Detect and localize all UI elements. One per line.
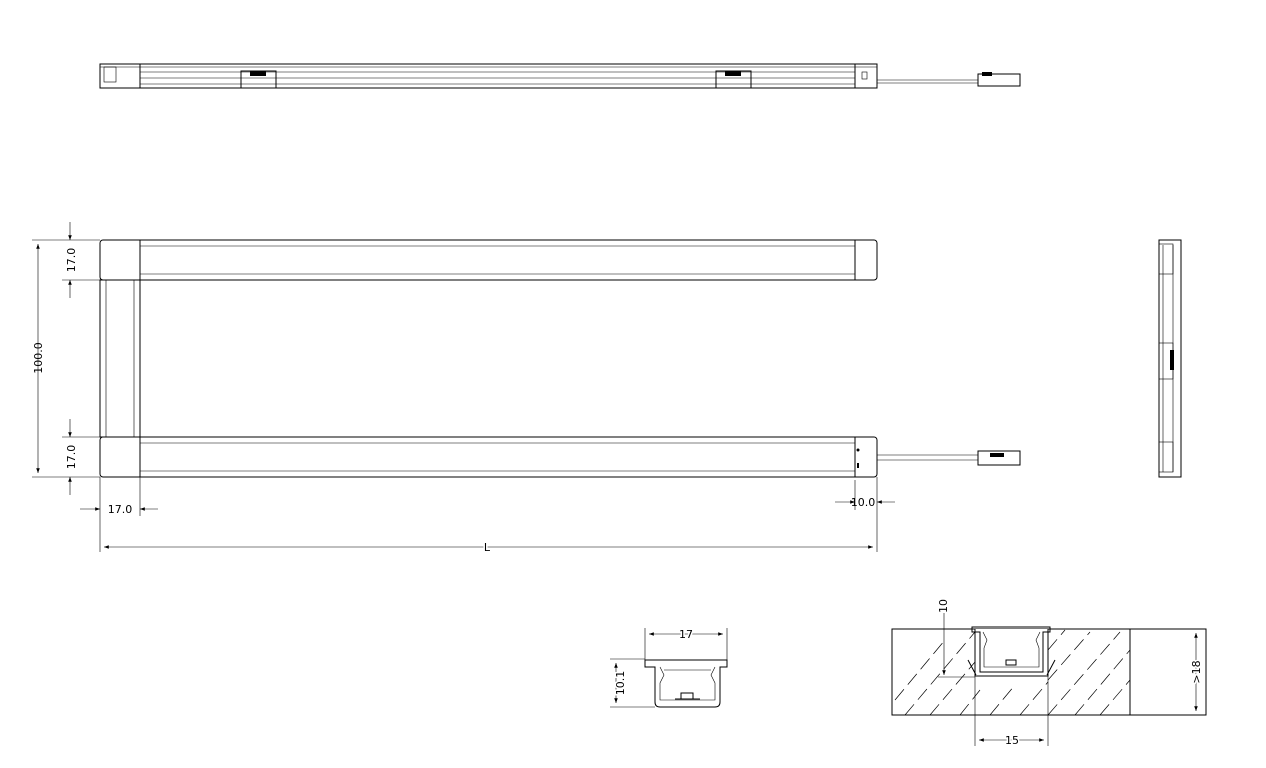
dim-profile-width: 17 (679, 628, 693, 641)
dimension-lines (32, 222, 895, 552)
dim-groove-width: 15 (1005, 734, 1019, 747)
installation-cross-section (891, 613, 1207, 746)
dim-top-bar-height: 17.0 (65, 248, 78, 273)
end-view (1158, 239, 1182, 478)
dim-end-cap-offset: 10.0 (851, 496, 876, 509)
plan-view (99, 239, 1021, 478)
dim-recess-depth: 10 (937, 599, 950, 613)
dim-panel-thickness: >18 (1190, 660, 1203, 683)
dim-profile-height: 10.1 (614, 671, 627, 696)
profile-cross-section (610, 628, 728, 708)
dim-length: L (484, 541, 491, 554)
dim-overall-height: 100.0 (32, 342, 45, 374)
dim-side-bar-width: 17.0 (108, 503, 133, 516)
side-elevation-view (99, 63, 1021, 89)
dim-bottom-bar-height: 17.0 (65, 445, 78, 470)
